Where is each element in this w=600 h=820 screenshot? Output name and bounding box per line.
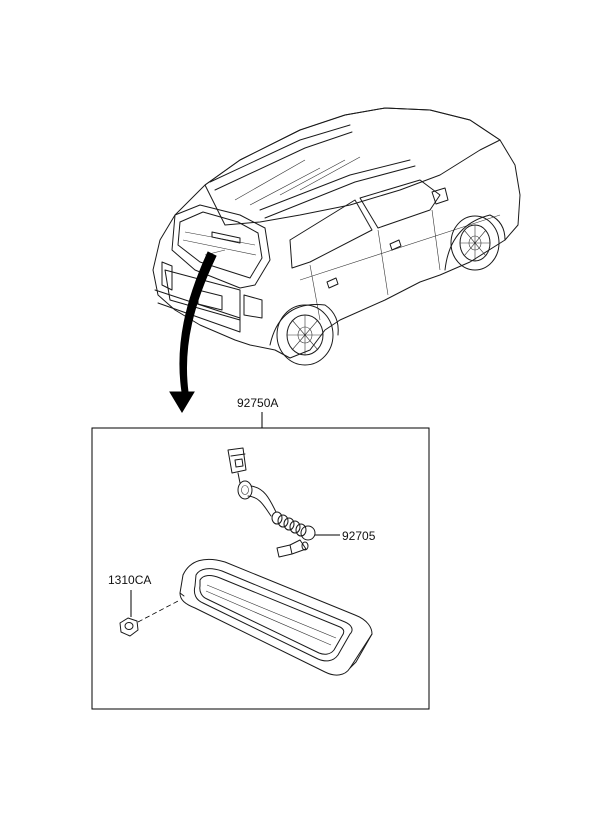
rear-wheel-graphic <box>276 304 334 366</box>
front-wheel-graphic <box>450 215 500 271</box>
nut-graphic <box>119 617 139 637</box>
stop-lamp-graphic <box>179 558 373 676</box>
vehicle-illustration <box>152 107 521 366</box>
harness-graphic <box>227 447 316 558</box>
nut-dashed-line <box>137 599 181 623</box>
assembly-frame <box>91 427 430 710</box>
harness-part-label: 92705 <box>342 529 376 543</box>
assembly-part-label: 92750A <box>237 396 278 410</box>
nut-part-label: 1310CA <box>108 573 151 587</box>
location-arrow <box>169 251 217 413</box>
